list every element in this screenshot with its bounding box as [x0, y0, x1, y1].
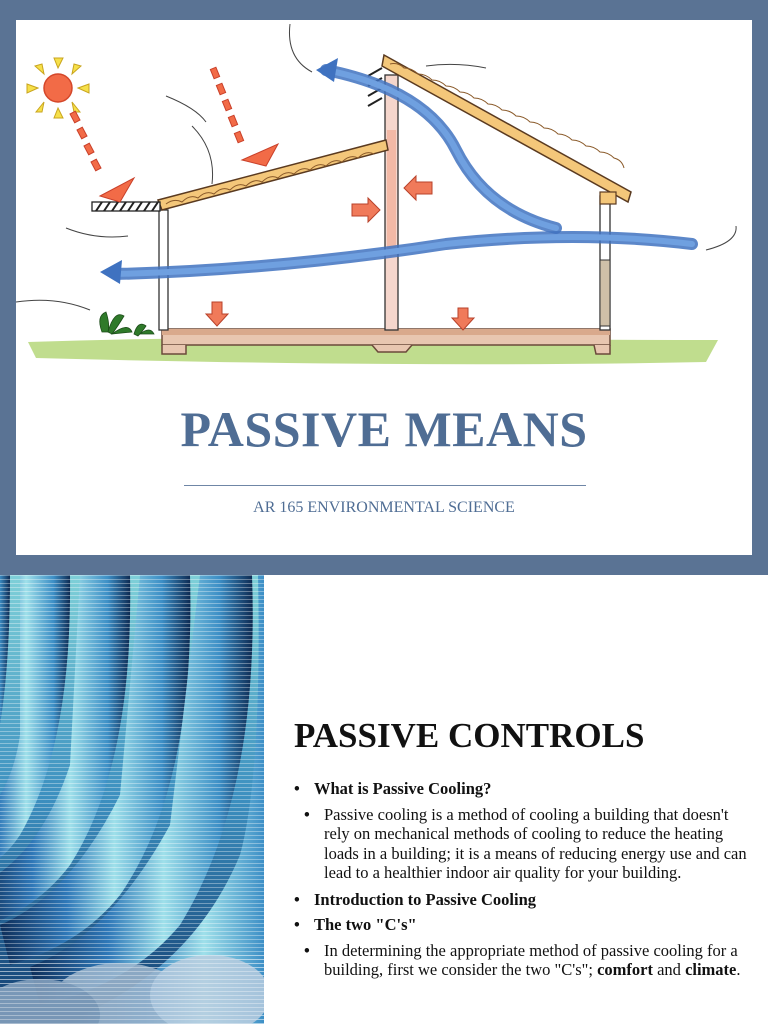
bullet-item: Introduction to Passive Cooling — [294, 890, 754, 910]
bullet-list: What is Passive Cooling? Passive cooling… — [294, 779, 754, 987]
curved-glass-facade-image — [0, 575, 264, 1024]
passive-cooling-illustration — [16, 23, 737, 365]
content-area: PASSIVE CONTROLS What is Passive Cooling… — [294, 575, 754, 1024]
sun-icon — [26, 57, 90, 119]
architecture-photo — [0, 575, 264, 1024]
conjunction-text: and — [652, 960, 686, 979]
sloped-roof — [156, 53, 632, 211]
annotation-lines — [16, 23, 737, 311]
ground-floor-slab — [161, 328, 611, 355]
right-post — [599, 195, 611, 331]
sun-ray-arrows — [69, 66, 280, 203]
plant-icon — [99, 311, 155, 337]
bullet-item: What is Passive Cooling? — [294, 779, 754, 799]
content-title: PASSIVE CONTROLS — [294, 716, 645, 755]
bullet-item: The two "C's" — [294, 915, 754, 935]
slide-title: PASSIVE MEANS — [180, 401, 588, 457]
clerestory-wall — [367, 67, 399, 331]
slide-subtitle: AR 165 ENVIRONMENTAL SCIENCE — [253, 499, 515, 516]
roof-overhang — [91, 201, 161, 212]
title-divider — [184, 485, 586, 486]
heat-arrows — [204, 174, 476, 331]
airflow-arrows — [100, 58, 698, 284]
sub-bullet-text: In determining the appropriate method of… — [324, 940, 738, 980]
emphasis-comfort: comfort — [597, 960, 653, 979]
sub-bullet-item: In determining the appropriate method of… — [294, 941, 754, 980]
sentence-end: . — [736, 960, 741, 979]
content-slide: PASSIVE CONTROLS What is Passive Cooling… — [0, 575, 768, 1024]
sub-bullet-item: Passive cooling is a method of cooling a… — [294, 805, 754, 883]
title-slide: PASSIVE MEANS AR 165 ENVIRONMENTAL SCIEN… — [0, 0, 768, 575]
emphasis-climate: climate — [685, 960, 737, 979]
title-slide-content: PASSIVE MEANS AR 165 ENVIRONMENTAL SCIEN… — [16, 20, 752, 555]
